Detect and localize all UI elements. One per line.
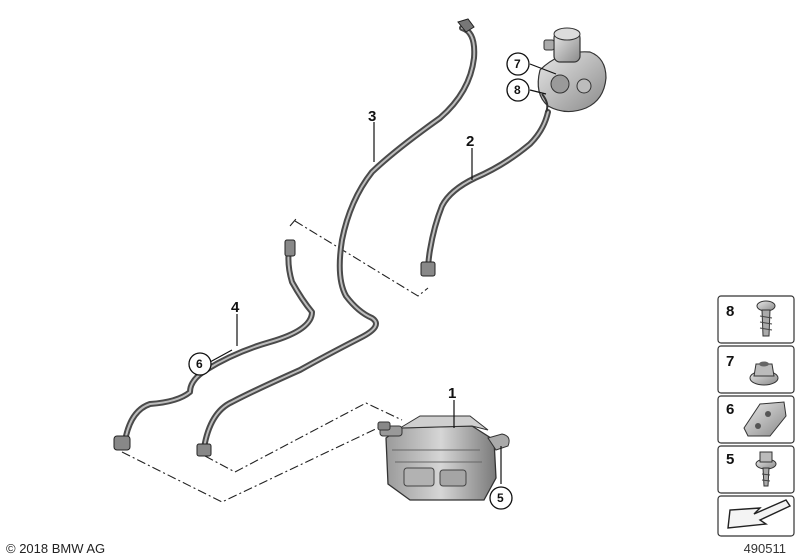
hose-4[interactable] xyxy=(113,239,315,451)
callout-7-circle: 7 xyxy=(506,52,530,76)
connection-lines xyxy=(121,218,429,503)
legend-number-5: 5 xyxy=(726,451,734,468)
hose-3[interactable] xyxy=(196,18,478,457)
leader-6 xyxy=(209,349,233,363)
canister-mounting-tab xyxy=(487,433,510,451)
callout-7: 7 xyxy=(514,57,521,71)
callout-2: 2 xyxy=(466,133,474,150)
legend-panel: 8 7 6 xyxy=(717,295,795,537)
callout-5-circle: 5 xyxy=(489,486,513,510)
screw-icon xyxy=(756,300,776,337)
dash-line-hose3-to-canister xyxy=(204,402,403,473)
leader-7 xyxy=(529,63,557,75)
bracket-clip-icon xyxy=(743,401,787,437)
legend-number-8: 8 xyxy=(726,303,734,320)
copyright-text: © 2018 BMW AG xyxy=(6,541,106,556)
legend-item-5[interactable]: 5 xyxy=(717,445,795,494)
legend-item-6[interactable]: 6 xyxy=(717,395,795,444)
callout-5: 5 xyxy=(497,491,504,505)
collar-screw-icon xyxy=(755,451,777,487)
legend-item-8[interactable]: 8 xyxy=(717,295,795,344)
callout-8-circle: 8 xyxy=(506,78,530,102)
purge-valve-assembly[interactable] xyxy=(537,27,607,113)
hex-nut-icon xyxy=(749,361,779,386)
dash-line-hose3-to-hose2 xyxy=(294,220,429,297)
callout-6: 6 xyxy=(196,357,203,371)
hose-4-top-connector xyxy=(284,239,296,257)
direction-arrow-icon xyxy=(727,499,792,529)
image-id: 490511 xyxy=(743,541,786,556)
hose-2[interactable] xyxy=(420,109,551,277)
dash-line-hose4-to-canister xyxy=(121,425,383,503)
hose-3-end-connector xyxy=(457,18,475,33)
dash-line-hose3-left xyxy=(289,218,297,227)
leader-8 xyxy=(529,89,547,95)
callout-3: 3 xyxy=(368,108,376,125)
hose-2-end-connector xyxy=(420,261,436,277)
callout-4: 4 xyxy=(231,299,240,316)
charcoal-canister[interactable] xyxy=(377,415,510,501)
legend-number-6: 6 xyxy=(726,401,734,418)
legend-number-7: 7 xyxy=(726,353,734,370)
hose-3-bottom-connector xyxy=(196,443,212,457)
callout-leaders xyxy=(209,63,557,484)
callout-6-circle: 6 xyxy=(188,352,212,376)
callout-8: 8 xyxy=(514,83,521,97)
hose-4-bottom-connector xyxy=(113,435,131,451)
callout-1: 1 xyxy=(448,385,456,402)
legend-arrow-box xyxy=(717,495,795,537)
legend-item-7[interactable]: 7 xyxy=(717,345,795,394)
